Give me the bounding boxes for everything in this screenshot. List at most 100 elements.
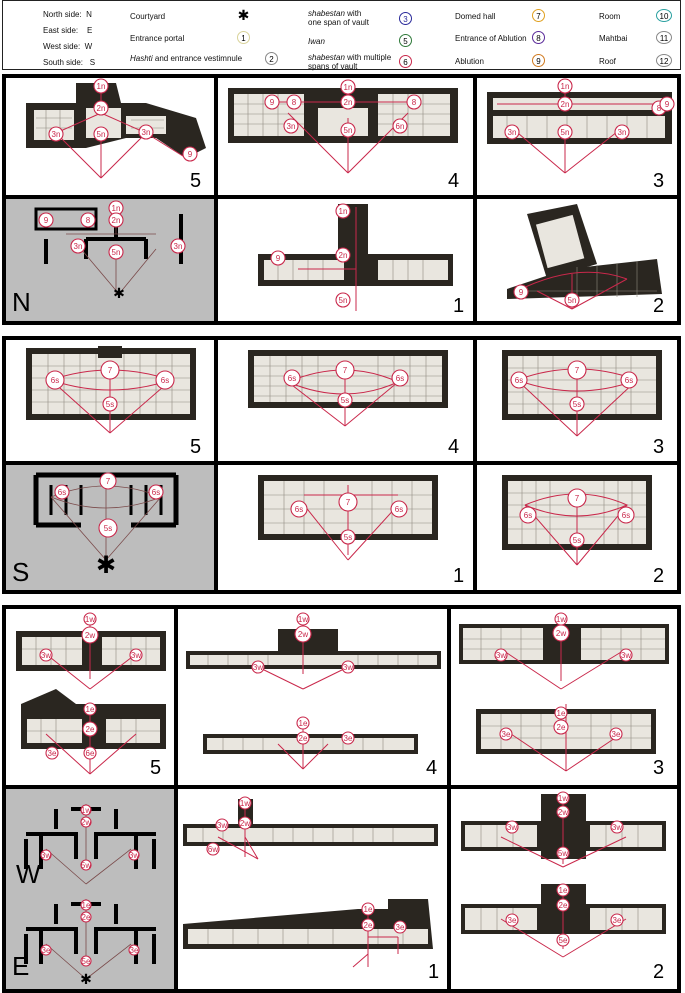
route-label: 1w: [238, 796, 252, 810]
route-label: 3n: [48, 126, 64, 142]
route-label: 6n: [392, 118, 408, 134]
svg-text:1w: 1w: [85, 615, 95, 624]
legend-badge-9: 9: [532, 54, 545, 67]
svg-text:1n: 1n: [339, 207, 348, 216]
svg-text:3w: 3w: [496, 651, 506, 660]
legend-badge-10: 10: [656, 9, 672, 22]
route-label: 1w: [83, 612, 97, 626]
svg-text:5n: 5n: [561, 128, 570, 137]
route-label: 7: [567, 488, 587, 508]
svg-text:5s: 5s: [106, 400, 114, 409]
route-label: 5n: [564, 292, 580, 308]
legend-iwan-label: Iwan: [308, 37, 325, 46]
panel-number: 1: [453, 295, 465, 317]
route-label: 3n: [170, 238, 186, 254]
svg-text:6s: 6s: [515, 376, 523, 385]
svg-text:1n: 1n: [112, 204, 121, 213]
route-label: 5s: [102, 396, 118, 412]
svg-text:5n: 5n: [97, 130, 106, 139]
legend-room-label: Room: [599, 12, 621, 21]
route-label: 5s: [98, 518, 118, 538]
legend-mahtbai-label: Mahtbai: [599, 34, 628, 43]
panel-number: 3: [653, 436, 665, 458]
route-label: 1e: [80, 899, 92, 911]
legend-badge-1: 1: [237, 31, 250, 44]
svg-text:8: 8: [657, 104, 662, 113]
svg-text:5s: 5s: [573, 400, 581, 409]
route-label: 5w: [556, 846, 570, 860]
panel-number: 4: [426, 757, 438, 779]
panel-number: 5: [190, 436, 202, 458]
svg-text:1n: 1n: [97, 82, 106, 91]
route-label: 6s: [390, 500, 408, 518]
route-label: 6s: [620, 371, 638, 389]
svg-text:6n: 6n: [396, 122, 405, 131]
route-label: 3e: [128, 944, 140, 956]
svg-text:8: 8: [86, 216, 91, 225]
svg-text:8: 8: [292, 98, 297, 107]
svg-text:2w: 2w: [81, 818, 91, 827]
svg-text:9: 9: [270, 98, 275, 107]
route-label: 3e: [609, 727, 623, 741]
svg-text:1e: 1e: [364, 905, 373, 914]
route-label: 2n: [340, 94, 356, 110]
we-plan-4: 4: [178, 609, 447, 785]
route-label: 3n: [138, 124, 154, 140]
svg-text:3e: 3e: [344, 734, 353, 743]
legend-badge-12: 12: [656, 54, 672, 67]
svg-text:7: 7: [106, 477, 111, 486]
svg-text:3w: 3w: [621, 651, 631, 660]
svg-text:3n: 3n: [74, 242, 83, 251]
route-label: 3w: [494, 648, 508, 662]
route-label: 1n: [340, 79, 356, 95]
route-label: 2w: [80, 816, 92, 828]
route-label: 5s: [569, 532, 585, 548]
svg-text:3w: 3w: [129, 851, 139, 860]
legend-side-north: North side: N: [43, 10, 92, 19]
route-label: 5s: [569, 396, 585, 412]
route-label: 5w: [80, 859, 92, 871]
panel-number: 1: [453, 565, 465, 587]
panel-number: 3: [653, 757, 665, 779]
svg-text:2w: 2w: [298, 630, 308, 639]
svg-text:6s: 6s: [58, 488, 66, 497]
svg-text:2e: 2e: [299, 734, 308, 743]
route-label: 3e: [40, 944, 52, 956]
legend-badge-6: 6: [399, 55, 412, 68]
svg-text:5e: 5e: [559, 936, 568, 945]
route-label: 5n: [557, 124, 573, 140]
route-label: 3n: [283, 118, 299, 134]
svg-text:9: 9: [276, 254, 281, 263]
route-label: 3w: [39, 648, 53, 662]
svg-text:✱: ✱: [113, 285, 125, 301]
legend-badge-8: 8: [532, 31, 545, 44]
route-label: 5s: [337, 392, 353, 408]
route-label: 3e: [45, 746, 59, 760]
legend-entrance-portal-label: Entrance portal: [130, 34, 185, 43]
route-label: 3w: [505, 820, 519, 834]
svg-text:3e: 3e: [48, 749, 57, 758]
svg-text:3w: 3w: [343, 663, 353, 672]
route-label: 1e: [296, 716, 310, 730]
svg-text:2w: 2w: [85, 631, 95, 640]
south-section: 5 4 3 ✱ S: [2, 336, 681, 594]
legend-badge-2: 2: [265, 52, 278, 65]
route-label: 9: [659, 96, 675, 112]
route-label: 9: [513, 284, 529, 300]
route-label: 1e: [361, 902, 375, 916]
legend-roof-label: Roof: [599, 57, 616, 66]
svg-text:2e: 2e: [364, 921, 373, 930]
route-label: 6s: [155, 370, 175, 390]
svg-text:2w: 2w: [240, 819, 250, 828]
route-label: 7: [99, 472, 117, 490]
svg-text:2e: 2e: [82, 913, 91, 922]
svg-text:3e: 3e: [396, 923, 405, 932]
svg-text:3n: 3n: [287, 122, 296, 131]
svg-text:7: 7: [108, 366, 113, 375]
we-plan-1: 1: [178, 789, 447, 989]
svg-text:3e: 3e: [42, 946, 51, 955]
westeast-section: 5 4 3: [2, 605, 681, 993]
